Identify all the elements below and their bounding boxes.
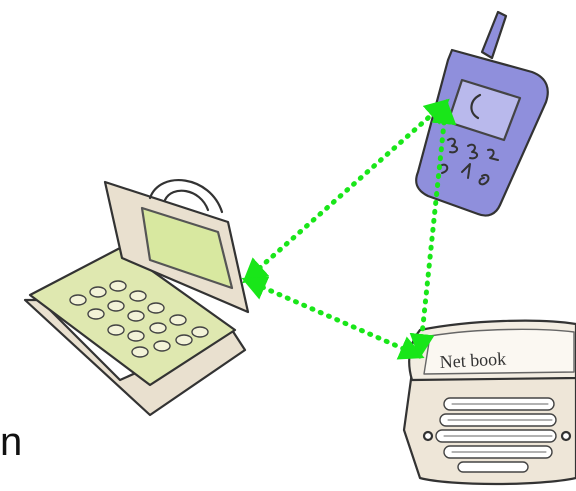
laptop-icon <box>23 179 250 417</box>
cut-off-text: n <box>0 420 22 464</box>
link-laptop-netbook <box>241 276 425 360</box>
netbook-screen-label: Net book <box>439 349 506 372</box>
link-phone-netbook <box>409 99 457 359</box>
link-laptop-phone <box>242 98 450 284</box>
netbook-icon <box>402 319 576 486</box>
